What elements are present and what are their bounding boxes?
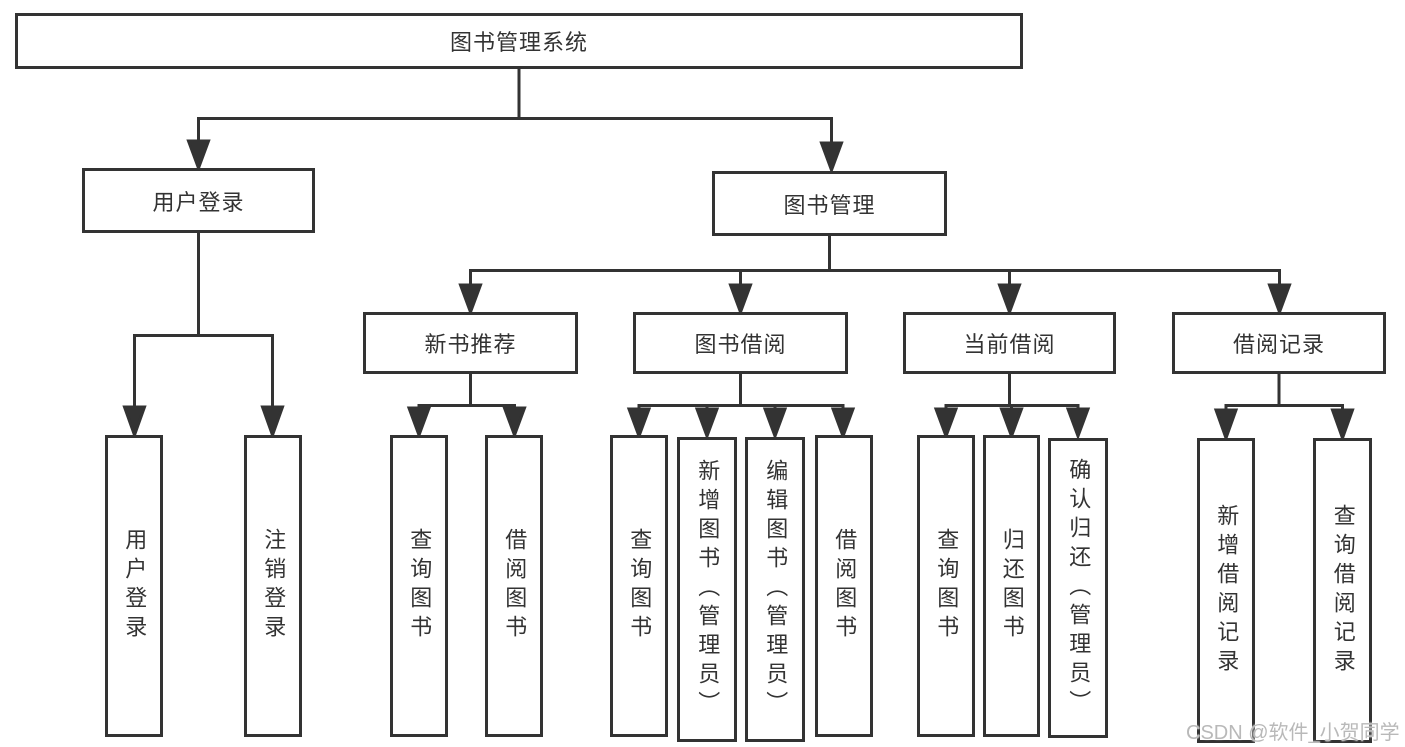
node-book-borrow: 图书借阅 (633, 312, 848, 374)
leaf-query-books-current: 查询图书 (917, 435, 975, 737)
leaf-label-logout: 注销登录 (261, 528, 287, 644)
node-label-user-login: 用户登录 (152, 189, 245, 215)
connector-new-book-children (406, 374, 527, 440)
connector-book-management-children (458, 236, 1292, 317)
arrowhead-book-borrow (728, 283, 753, 317)
csdn-watermark: CSDN @软件_小贺同学 (1186, 722, 1400, 744)
node-current-borrow: 当前借阅 (903, 312, 1116, 374)
arrowhead-new-book-recommend (458, 283, 483, 317)
leaf-label-query-books-recommend: 查询图书 (407, 528, 433, 644)
leaf-label-borrow-books-recommend: 借阅图书 (502, 528, 528, 644)
leaf-edit-book-admin: 编辑图书（管理员） (745, 437, 805, 742)
arrowhead-leaf-logout (260, 405, 285, 440)
node-label-current-borrow: 当前借阅 (963, 332, 1056, 357)
leaf-query-books-recommend: 查询图书 (390, 435, 448, 737)
leaf-confirm-return-admin: 确认归还（管理员） (1048, 438, 1108, 738)
connector-book-borrow-children (626, 374, 856, 441)
leaf-add-book-admin: 新增图书（管理员） (677, 437, 737, 742)
leaf-borrow-books-recommend: 借阅图书 (485, 435, 543, 737)
leaf-logout: 注销登录 (244, 435, 302, 737)
connector-user-login-children (122, 233, 285, 440)
leaf-return-book: 归还图书 (983, 435, 1040, 737)
leaf-label-add-borrow-record: 新增借阅记录 (1214, 503, 1240, 678)
arrowhead-current-borrow (997, 283, 1022, 317)
leaf-label-query-books-borrow: 查询图书 (627, 528, 653, 644)
leaf-query-books-borrow: 查询图书 (610, 435, 668, 737)
leaf-label-borrow-books-borrow: 借阅图书 (832, 528, 858, 644)
node-borrow-records: 借阅记录 (1172, 312, 1386, 374)
leaf-add-borrow-record: 新增借阅记录 (1197, 438, 1255, 743)
arrowhead-book-management (819, 141, 844, 175)
connector-borrow-records-children (1213, 374, 1355, 443)
leaf-query-borrow-record: 查询借阅记录 (1313, 438, 1372, 743)
arrowhead-user-login (186, 139, 211, 173)
connector-root-to-level1 (186, 68, 844, 175)
node-library-management-system: 图书管理系统 (15, 13, 1023, 69)
leaf-label-return-book: 归还图书 (999, 528, 1025, 644)
leaf-label-confirm-return-admin: 确认归还（管理员） (1066, 457, 1092, 719)
leaf-label-add-book-admin: 新增图书（管理员） (695, 459, 721, 720)
leaf-label-query-borrow-record: 查询借阅记录 (1330, 503, 1356, 678)
leaf-label-user-login: 用户登录 (122, 528, 148, 644)
node-label-root: 图书管理系统 (449, 30, 588, 55)
leaf-user-login: 用户登录 (105, 435, 163, 737)
leaf-borrow-books-borrow: 借阅图书 (815, 435, 873, 737)
leaf-label-query-books-current: 查询图书 (934, 528, 960, 644)
node-label-book-management: 图书管理 (783, 192, 876, 218)
arrowhead-leaf-user-login (122, 405, 147, 440)
node-label-book-borrow: 图书借阅 (694, 332, 787, 357)
leaf-label-edit-book-admin: 编辑图书（管理员） (763, 459, 789, 720)
arrowhead-borrow-records (1267, 283, 1292, 317)
node-user-login: 用户登录 (82, 168, 315, 233)
node-book-management: 图书管理 (712, 171, 947, 236)
node-new-book-recommend: 新书推荐 (363, 312, 578, 374)
connector-current-borrow-children (933, 374, 1091, 441)
node-label-new-book-recommend: 新书推荐 (424, 332, 517, 357)
node-label-borrow-records: 借阅记录 (1232, 332, 1325, 357)
